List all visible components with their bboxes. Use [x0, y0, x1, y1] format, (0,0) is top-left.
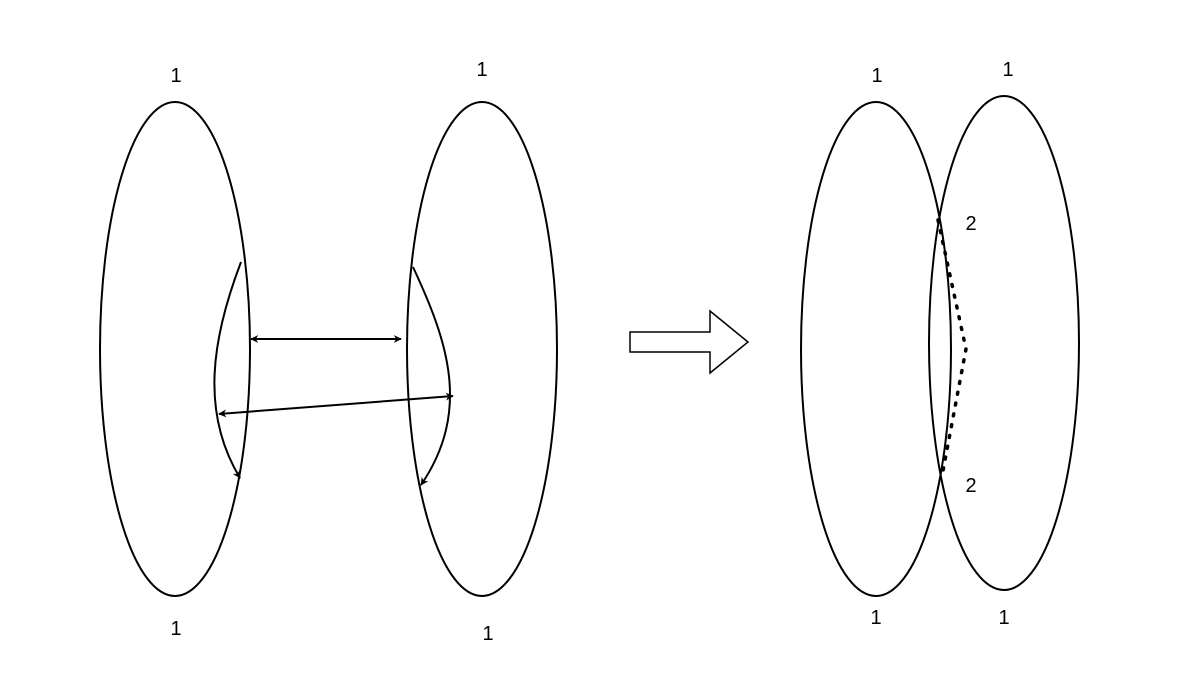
double-arrow-bottom	[218, 392, 454, 418]
right-diagram: 1 1 1 1 2 2	[800, 59, 1080, 629]
right-ellipse-a	[800, 101, 952, 597]
left-diagram: 1 1 1 1	[99, 59, 558, 645]
left-ellipse-b	[406, 101, 558, 597]
transform-arrow	[629, 309, 750, 375]
label-right-b-top: 1	[1002, 59, 1013, 81]
label-left-b-bottom: 1	[482, 623, 493, 645]
label-right-b-bottom: 1	[998, 607, 1009, 629]
curved-arrow-a	[213, 261, 242, 479]
label-junction-top: 2	[965, 213, 976, 235]
label-right-a-top: 1	[871, 65, 882, 87]
glued-seam-dotted	[936, 218, 968, 478]
label-left-a-bottom: 1	[170, 618, 181, 640]
label-left-a-top: 1	[170, 65, 181, 87]
label-junction-bottom: 2	[965, 475, 976, 497]
right-ellipse-b	[928, 95, 1080, 591]
curved-arrow-b	[412, 266, 451, 486]
label-left-b-top: 1	[476, 59, 487, 81]
label-right-a-bottom: 1	[870, 607, 881, 629]
left-ellipse-a	[99, 101, 251, 597]
